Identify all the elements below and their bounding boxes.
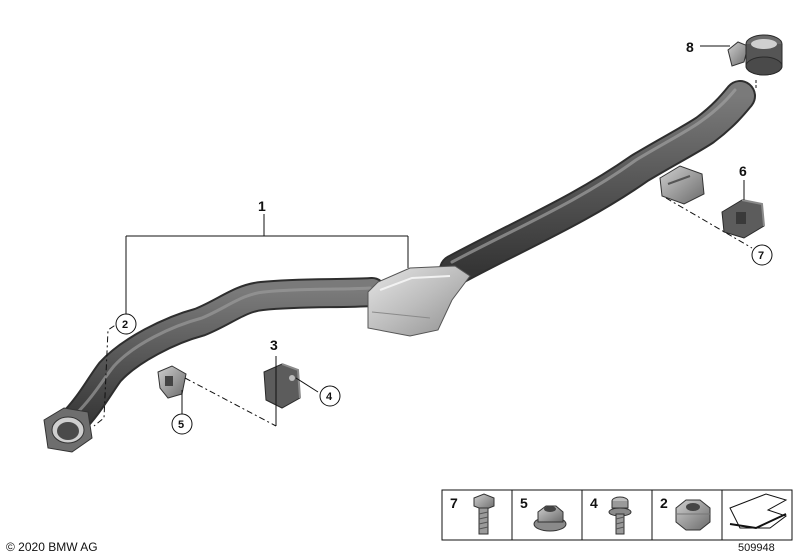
leader-lines xyxy=(93,45,757,427)
rubber-mount-bracket xyxy=(263,363,301,409)
table-number-2: 5 xyxy=(520,495,528,511)
parts-table: 7 5 4 2 xyxy=(441,489,793,541)
callout-1: 1 xyxy=(258,198,266,214)
callout-2: 2 xyxy=(122,319,128,331)
table-number-1: 7 xyxy=(450,495,458,511)
callout-7-circle xyxy=(751,244,773,266)
callout-3: 3 xyxy=(270,337,278,353)
callout-5: 5 xyxy=(178,419,184,431)
arrow-icon xyxy=(729,493,788,530)
exhaust-clamp xyxy=(727,34,783,76)
flange-nut-icon xyxy=(533,505,567,532)
callout-4: 4 xyxy=(326,391,333,403)
screw-icon xyxy=(608,496,632,535)
rear-pipe-bracket xyxy=(659,165,705,205)
callout-5-circle xyxy=(171,413,193,435)
table-number-3: 4 xyxy=(590,495,598,511)
bolt-icon xyxy=(473,493,495,535)
hex-nut-icon xyxy=(675,499,711,531)
exhaust-pipe xyxy=(55,80,756,440)
callout-4-circle xyxy=(319,385,341,407)
inlet-flange xyxy=(43,407,93,453)
catalytic-converter xyxy=(367,265,471,337)
callout-7: 7 xyxy=(758,250,764,262)
document-number: 509948 xyxy=(738,542,775,554)
rear-hanger xyxy=(721,199,765,239)
table-number-4: 2 xyxy=(660,495,668,511)
copyright-text: © 2020 BMW AG xyxy=(6,540,98,554)
callout-6: 6 xyxy=(739,163,747,179)
callout-8: 8 xyxy=(686,39,694,55)
callout-2-circle xyxy=(115,313,137,335)
